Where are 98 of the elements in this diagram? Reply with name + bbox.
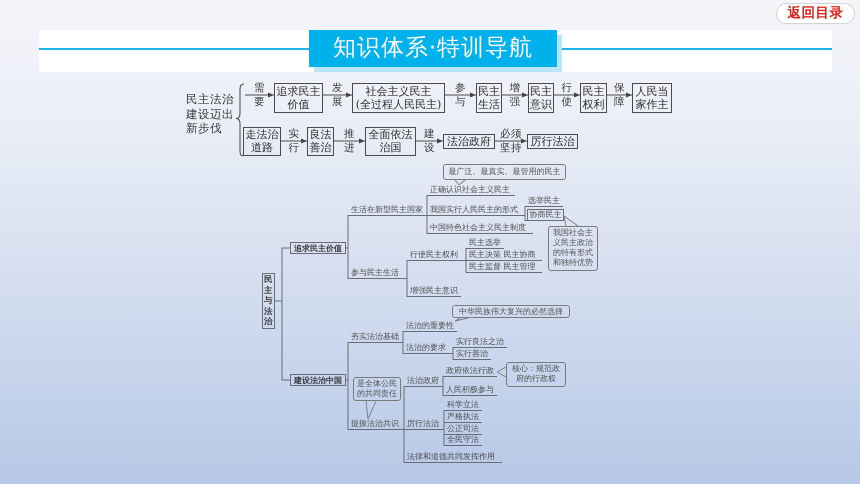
- branch-label: 增强民主意识: [409, 286, 461, 297]
- branch-label: 法治政府: [406, 376, 441, 387]
- branch-label: 实行良法之治: [455, 337, 507, 348]
- callout-tail: [454, 318, 468, 322]
- arrow: [554, 92, 580, 98]
- branch-line: [442, 422, 446, 430]
- process-box: 社会主义民主(全过程人民民主): [352, 83, 445, 113]
- arrow: [502, 92, 528, 98]
- arrow: [322, 92, 352, 98]
- edge-label: 增强: [510, 81, 520, 109]
- arrow: [494, 138, 528, 144]
- process-box: 良法善治: [307, 127, 334, 156]
- edge-label: 参与: [455, 81, 466, 109]
- process-box: 法治政府: [443, 134, 495, 149]
- edge-label: 建设: [424, 127, 435, 155]
- branch-line: [450, 347, 456, 354]
- process-box: 民主生活: [476, 83, 502, 113]
- branch-label: 选举民主: [527, 196, 563, 207]
- edge-label: 行使: [562, 81, 572, 109]
- arrow: [334, 138, 366, 144]
- branch-line: [522, 206, 528, 216]
- branch-line: [442, 429, 446, 446]
- branch-line: [402, 429, 406, 463]
- branch-line: [402, 386, 406, 430]
- branch-label: 中国特色社会主义民主制度: [429, 223, 533, 234]
- branch-box: 追求民主价值: [290, 242, 346, 254]
- topic-text: 民主法治建设迈出新步伐: [186, 92, 236, 145]
- branch-label: 实行善治: [455, 349, 491, 360]
- branch-label: 生活在新型民主国家: [350, 205, 425, 216]
- edge-label: 实行: [288, 127, 300, 155]
- branch-line: [424, 195, 430, 216]
- branch-line: [440, 376, 446, 387]
- branch-label: 行使民主权利: [409, 250, 464, 261]
- branch-label: 夯实法治基础: [350, 332, 401, 343]
- process-box: 追求民主价值: [274, 83, 323, 113]
- branch-line: [400, 331, 406, 343]
- branch-label: 法治的重要性: [405, 321, 457, 332]
- branch-box: 协商民主: [527, 209, 564, 221]
- callout-bubble: 最广泛、最真实、最管用的民主: [443, 164, 566, 180]
- callout-tail: [496, 366, 506, 378]
- branch-label: 科学立法: [446, 400, 482, 411]
- branch-line: [402, 429, 406, 430]
- process-box: 民主权利: [580, 83, 607, 113]
- branch-label: 严格执法: [446, 412, 482, 423]
- branch-label: 提振法治共识: [350, 419, 402, 430]
- back-button: 返回目录: [776, 3, 855, 24]
- arrow: [606, 92, 632, 98]
- edge-label: 发展: [332, 81, 343, 109]
- branch-line: [424, 215, 430, 216]
- branch-line: [404, 278, 410, 297]
- process-box: 走法治道路: [243, 127, 281, 156]
- branch-line: [346, 342, 350, 380]
- branch-label: 厉行法治: [406, 419, 442, 430]
- branch-label: 民主决策 民主协商: [468, 250, 542, 261]
- callout-bubble: 我国社会主义民主政治的特有形式和独特优势: [548, 226, 598, 271]
- branch-label: 政府依法行政: [445, 366, 497, 377]
- branch-label: 我国实行人民民主的形式: [429, 205, 523, 216]
- title-banner: 知识体系·特训导航: [309, 30, 562, 72]
- callout-bubble: 是全体公民的共同责任: [353, 377, 401, 401]
- arrow: [280, 138, 308, 144]
- callout-tail: [564, 216, 578, 226]
- branch-line: [346, 215, 350, 248]
- process-box: 全面依法治国: [365, 127, 416, 156]
- branch-line: [346, 248, 350, 279]
- branch-line: [522, 215, 528, 221]
- branch-line: [424, 215, 430, 234]
- arrow: [416, 138, 444, 144]
- branch-label: 法治的要求: [405, 343, 451, 354]
- callout-bubble: 核心：规范政府的行政权: [506, 362, 566, 387]
- branch-line: [464, 260, 468, 261]
- arrow: [444, 92, 476, 98]
- branch-line: [400, 342, 406, 354]
- process-box: 人民当家作主: [632, 83, 672, 113]
- branch-label: 参与民主生活: [350, 268, 405, 279]
- topic-box: 民主与法治: [262, 273, 275, 329]
- branch-line: [464, 248, 468, 261]
- branch-line: [464, 260, 468, 273]
- branch-label: 正确认识社会主义民主: [429, 185, 515, 196]
- callout-bubble: 中华民族伟大复兴的必然选择: [452, 305, 570, 318]
- branch-label: 法律和道德共同发挥作用: [406, 452, 502, 463]
- process-box: 厉行法治: [527, 134, 578, 149]
- edge-label: 需要: [254, 81, 265, 109]
- branch-label: 民主选举: [468, 238, 504, 249]
- branch-label: 公正司法: [446, 424, 482, 435]
- edge-label: 保障: [614, 81, 625, 109]
- branch-line: [346, 380, 350, 430]
- branch-line: [450, 353, 456, 360]
- branch-label: 民主监督 民主管理: [468, 262, 542, 273]
- branch-box: 建设法治中国: [290, 374, 346, 386]
- process-box: 民主意识: [528, 83, 554, 113]
- branch-line: [440, 386, 446, 396]
- arrow: [244, 92, 274, 98]
- edge-label: 必须坚持: [500, 127, 522, 155]
- branch-label: 人民积极参与: [445, 385, 497, 396]
- edge-label: 推进: [344, 127, 355, 155]
- branch-line: [404, 260, 410, 279]
- callout-tail: [366, 400, 376, 420]
- branch-label: 全民守法: [446, 435, 482, 446]
